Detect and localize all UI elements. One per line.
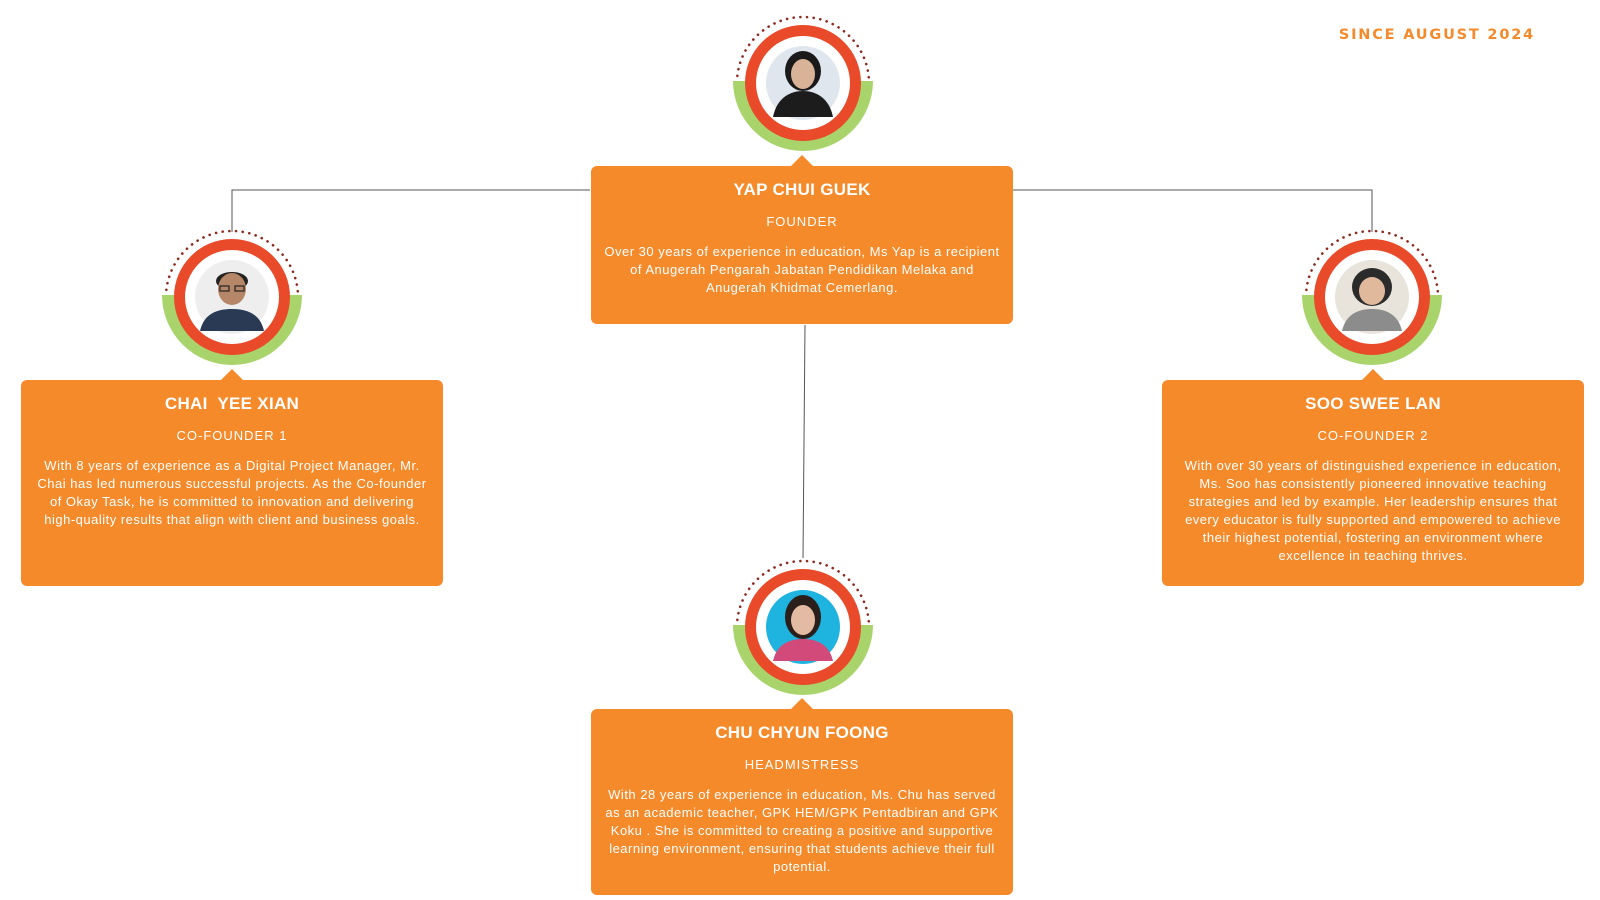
- connector-founder-cofounder1: [231, 189, 590, 232]
- card-headmistress: CHU CHYUN FOONG HEADMISTRESS With 28 yea…: [591, 698, 1013, 895]
- person-description: With 8 years of experience as a Digital …: [37, 458, 427, 527]
- person-name: CHAI YEE XIAN: [164, 394, 300, 413]
- card-cofounder2: SOO SWEE LAN CO-FOUNDER 2 With over 30 y…: [1162, 369, 1584, 586]
- connector-founder-cofounder2: [1010, 189, 1373, 232]
- person-description: With over 30 years of distinguished expe…: [1184, 458, 1562, 563]
- avatar-founder: [733, 13, 873, 153]
- person-silhouette-icon: [773, 595, 833, 661]
- person-name: CHU CHYUN FOONG: [715, 723, 889, 742]
- person-description: With 28 years of experience in education…: [605, 787, 999, 874]
- person-description: Over 30 years of experience in education…: [604, 244, 1000, 295]
- person-name: YAP CHUI GUEK: [733, 180, 871, 199]
- avatar-cofounder1: [162, 227, 302, 367]
- person-silhouette-icon: [773, 51, 833, 117]
- person-silhouette-icon: [200, 272, 264, 331]
- person-role: FOUNDER: [766, 214, 838, 229]
- person-role: CO-FOUNDER 2: [1317, 428, 1429, 443]
- person-role: HEADMISTRESS: [744, 757, 860, 772]
- person-name: SOO SWEE LAN: [1305, 394, 1441, 413]
- connector-founder-headmistress: [802, 324, 806, 559]
- card-cofounder1: CHAI YEE XIAN CO-FOUNDER 1 With 8 years …: [21, 369, 443, 586]
- person-silhouette-icon: [1342, 268, 1402, 331]
- avatar-cofounder2: [1302, 227, 1442, 367]
- since-label: SINCE AUGUST 2024: [1338, 27, 1535, 43]
- card-founder: YAP CHUI GUEK FOUNDER Over 30 years of e…: [591, 155, 1013, 324]
- person-role: CO-FOUNDER 1: [176, 428, 288, 443]
- avatar-headmistress: [733, 557, 873, 697]
